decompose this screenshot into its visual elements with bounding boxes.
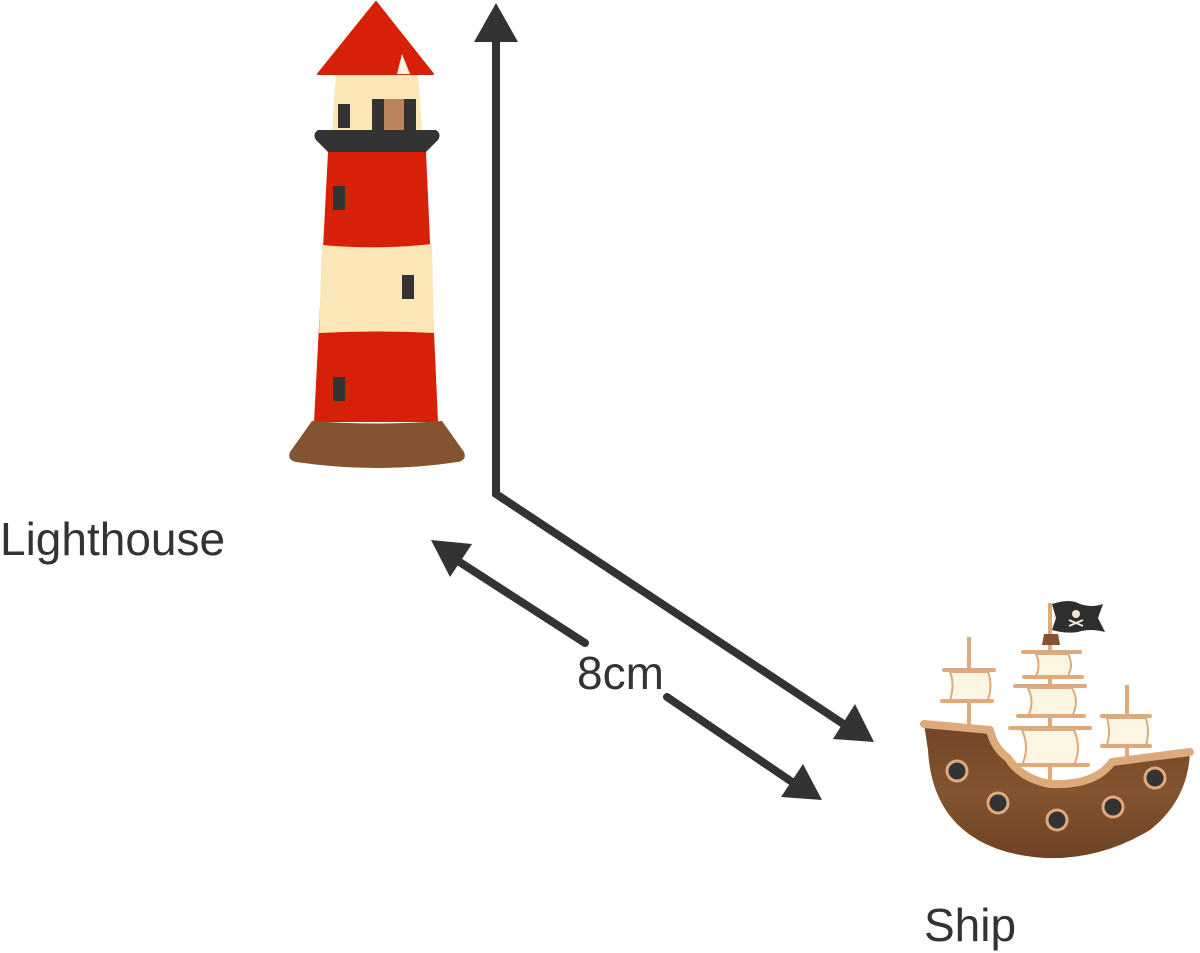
distance-arrow: [431, 540, 822, 800]
lighthouse-illustration: [289, 1, 465, 468]
north-arrow: [474, 3, 518, 494]
lighthouse-label: Lighthouse: [0, 513, 226, 565]
ship-illustration: [920, 601, 1194, 859]
portholes: [945, 759, 1167, 832]
distance-label: 8cm: [577, 647, 664, 699]
bearing-arrow: [492, 470, 874, 742]
ship-label: Ship: [924, 899, 1017, 951]
